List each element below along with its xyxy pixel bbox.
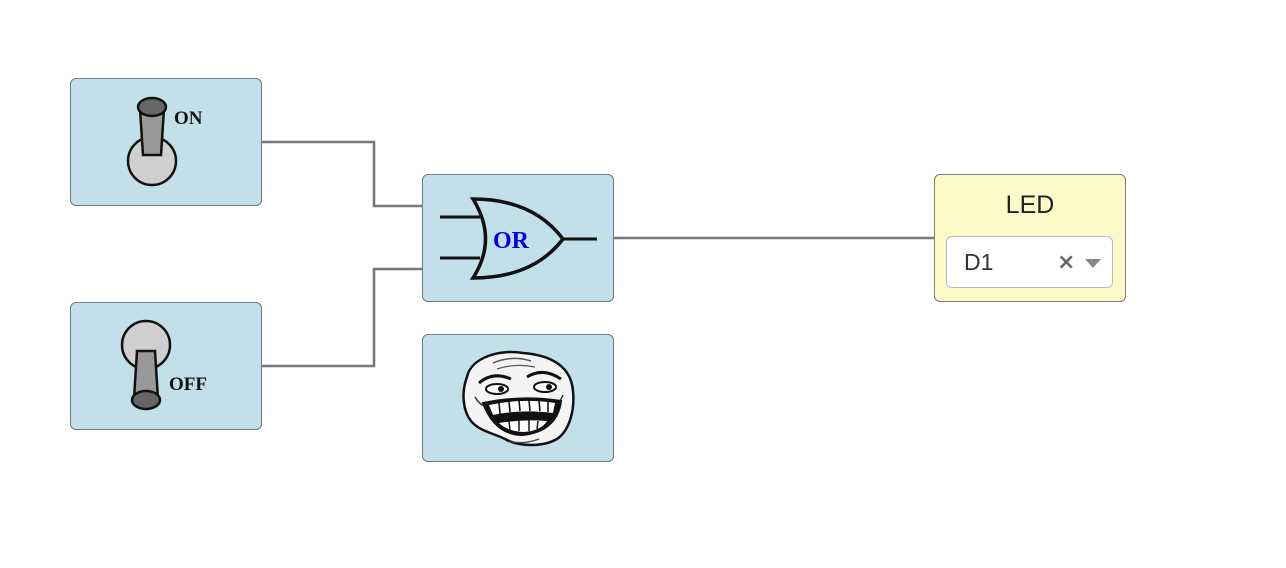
- switch-off-node[interactable]: OFF: [70, 302, 262, 430]
- toggle-switch-off-icon[interactable]: OFF: [71, 303, 262, 430]
- switch-on-label: ON: [174, 108, 203, 129]
- toggle-switch-on-icon[interactable]: ON: [71, 79, 262, 206]
- or-gate-icon: OR: [440, 197, 597, 280]
- switch-on-node[interactable]: ON: [70, 78, 262, 206]
- led-node[interactable]: LED D1 ×: [934, 174, 1126, 302]
- wire-on-to-or: [262, 140, 422, 208]
- led-pin-value: D1: [964, 249, 994, 275]
- clear-icon[interactable]: ×: [1057, 250, 1076, 275]
- switch-off-label: OFF: [169, 374, 207, 395]
- or-gate-node[interactable]: OR: [422, 174, 614, 302]
- troll-node[interactable]: [422, 334, 614, 462]
- troll-face-icon: [462, 350, 575, 447]
- chevron-down-icon[interactable]: [1085, 259, 1101, 268]
- led-title: LED: [1005, 191, 1055, 219]
- wire-off-to-or: [262, 267, 422, 368]
- or-gate-label: OR: [493, 228, 530, 254]
- led-pin-select[interactable]: D1 ×: [946, 236, 1113, 288]
